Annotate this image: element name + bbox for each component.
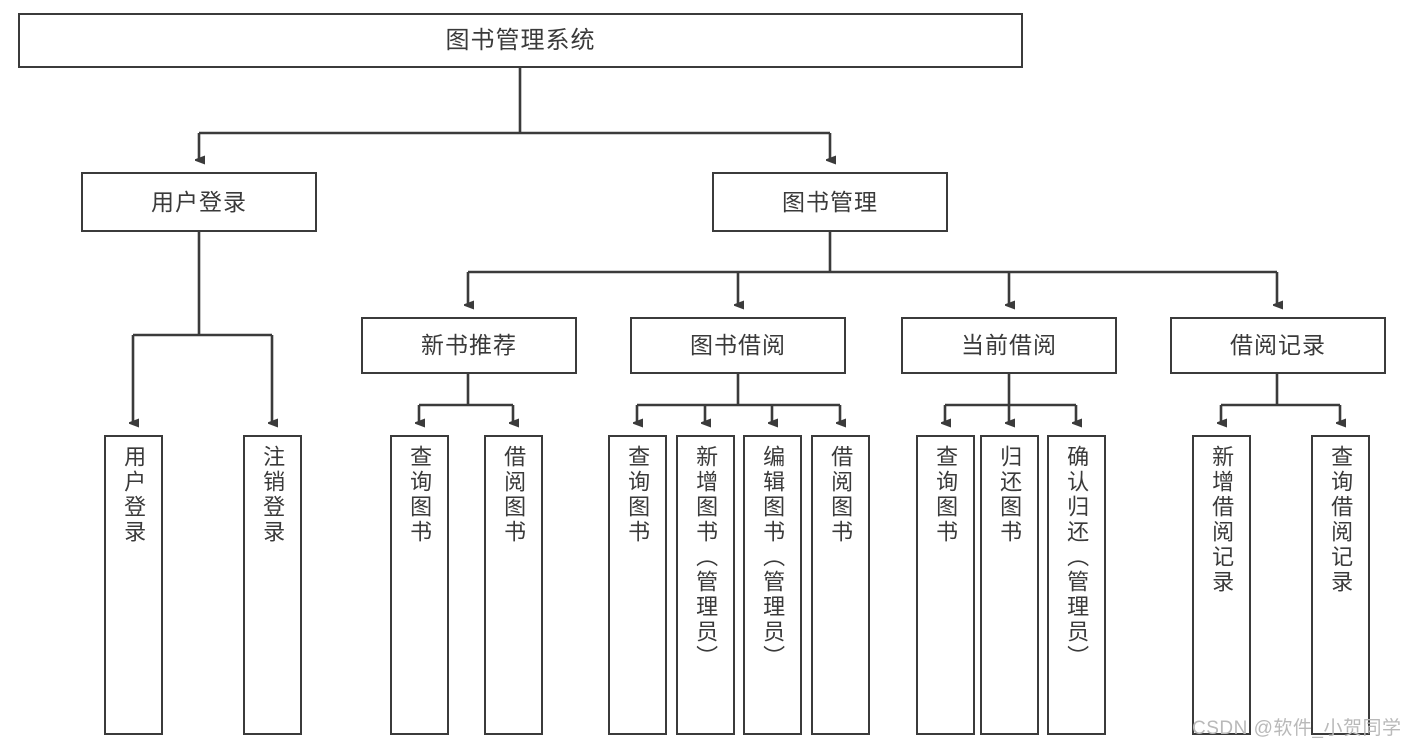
- node-new-book-recommend[interactable]: 新书推荐: [361, 317, 577, 374]
- watermark-text: CSDN @软件_小贺同学: [1192, 718, 1402, 739]
- node-label: 查询图书: [407, 445, 433, 545]
- leaf-book-borrow-borrow[interactable]: 借阅图书: [811, 435, 870, 735]
- leaf-borrow-record-query[interactable]: 查询借阅记录: [1311, 435, 1370, 735]
- node-root-system[interactable]: 图书管理系统: [18, 13, 1023, 68]
- node-label: 注销登录: [260, 445, 286, 545]
- node-current-borrow[interactable]: 当前借阅: [901, 317, 1117, 374]
- node-label: 确认归还（管理员）: [1064, 445, 1090, 670]
- node-label: 借阅图书: [828, 445, 854, 545]
- node-label: 归还图书: [997, 445, 1023, 545]
- leaf-book-borrow-query[interactable]: 查询图书: [608, 435, 667, 735]
- leaf-user-login-logout[interactable]: 注销登录: [243, 435, 302, 735]
- leaf-user-login-login[interactable]: 用户登录: [104, 435, 163, 735]
- leaf-new-book-borrow[interactable]: 借阅图书: [484, 435, 543, 735]
- node-book-borrow[interactable]: 图书借阅: [630, 317, 846, 374]
- node-label: 查询借阅记录: [1328, 445, 1354, 595]
- node-label: 新增图书（管理员）: [693, 445, 719, 670]
- node-label: 查询图书: [933, 445, 959, 545]
- node-label: 借阅图书: [501, 445, 527, 545]
- leaf-current-borrow-query[interactable]: 查询图书: [916, 435, 975, 735]
- node-label: 新增借阅记录: [1209, 445, 1235, 595]
- node-label: 查询图书: [625, 445, 651, 545]
- leaf-current-borrow-return[interactable]: 归还图书: [980, 435, 1039, 735]
- node-label: 用户登录: [121, 445, 147, 545]
- node-label: 图书借阅: [690, 332, 786, 359]
- node-borrow-record[interactable]: 借阅记录: [1170, 317, 1386, 374]
- leaf-borrow-record-add[interactable]: 新增借阅记录: [1192, 435, 1251, 735]
- leaf-book-borrow-edit[interactable]: 编辑图书（管理员）: [743, 435, 802, 735]
- leaf-book-borrow-add[interactable]: 新增图书（管理员）: [676, 435, 735, 735]
- node-book-management[interactable]: 图书管理: [712, 172, 948, 232]
- node-label: 编辑图书（管理员）: [760, 445, 786, 670]
- node-label: 借阅记录: [1230, 332, 1326, 359]
- leaf-current-borrow-confirm-return[interactable]: 确认归还（管理员）: [1047, 435, 1106, 735]
- node-label: 图书管理系统: [445, 26, 596, 54]
- node-user-login[interactable]: 用户登录: [81, 172, 317, 232]
- node-label: 新书推荐: [421, 332, 517, 359]
- node-label: 当前借阅: [961, 332, 1057, 359]
- leaf-new-book-query[interactable]: 查询图书: [390, 435, 449, 735]
- node-label: 用户登录: [151, 188, 247, 215]
- node-label: 图书管理: [782, 188, 878, 215]
